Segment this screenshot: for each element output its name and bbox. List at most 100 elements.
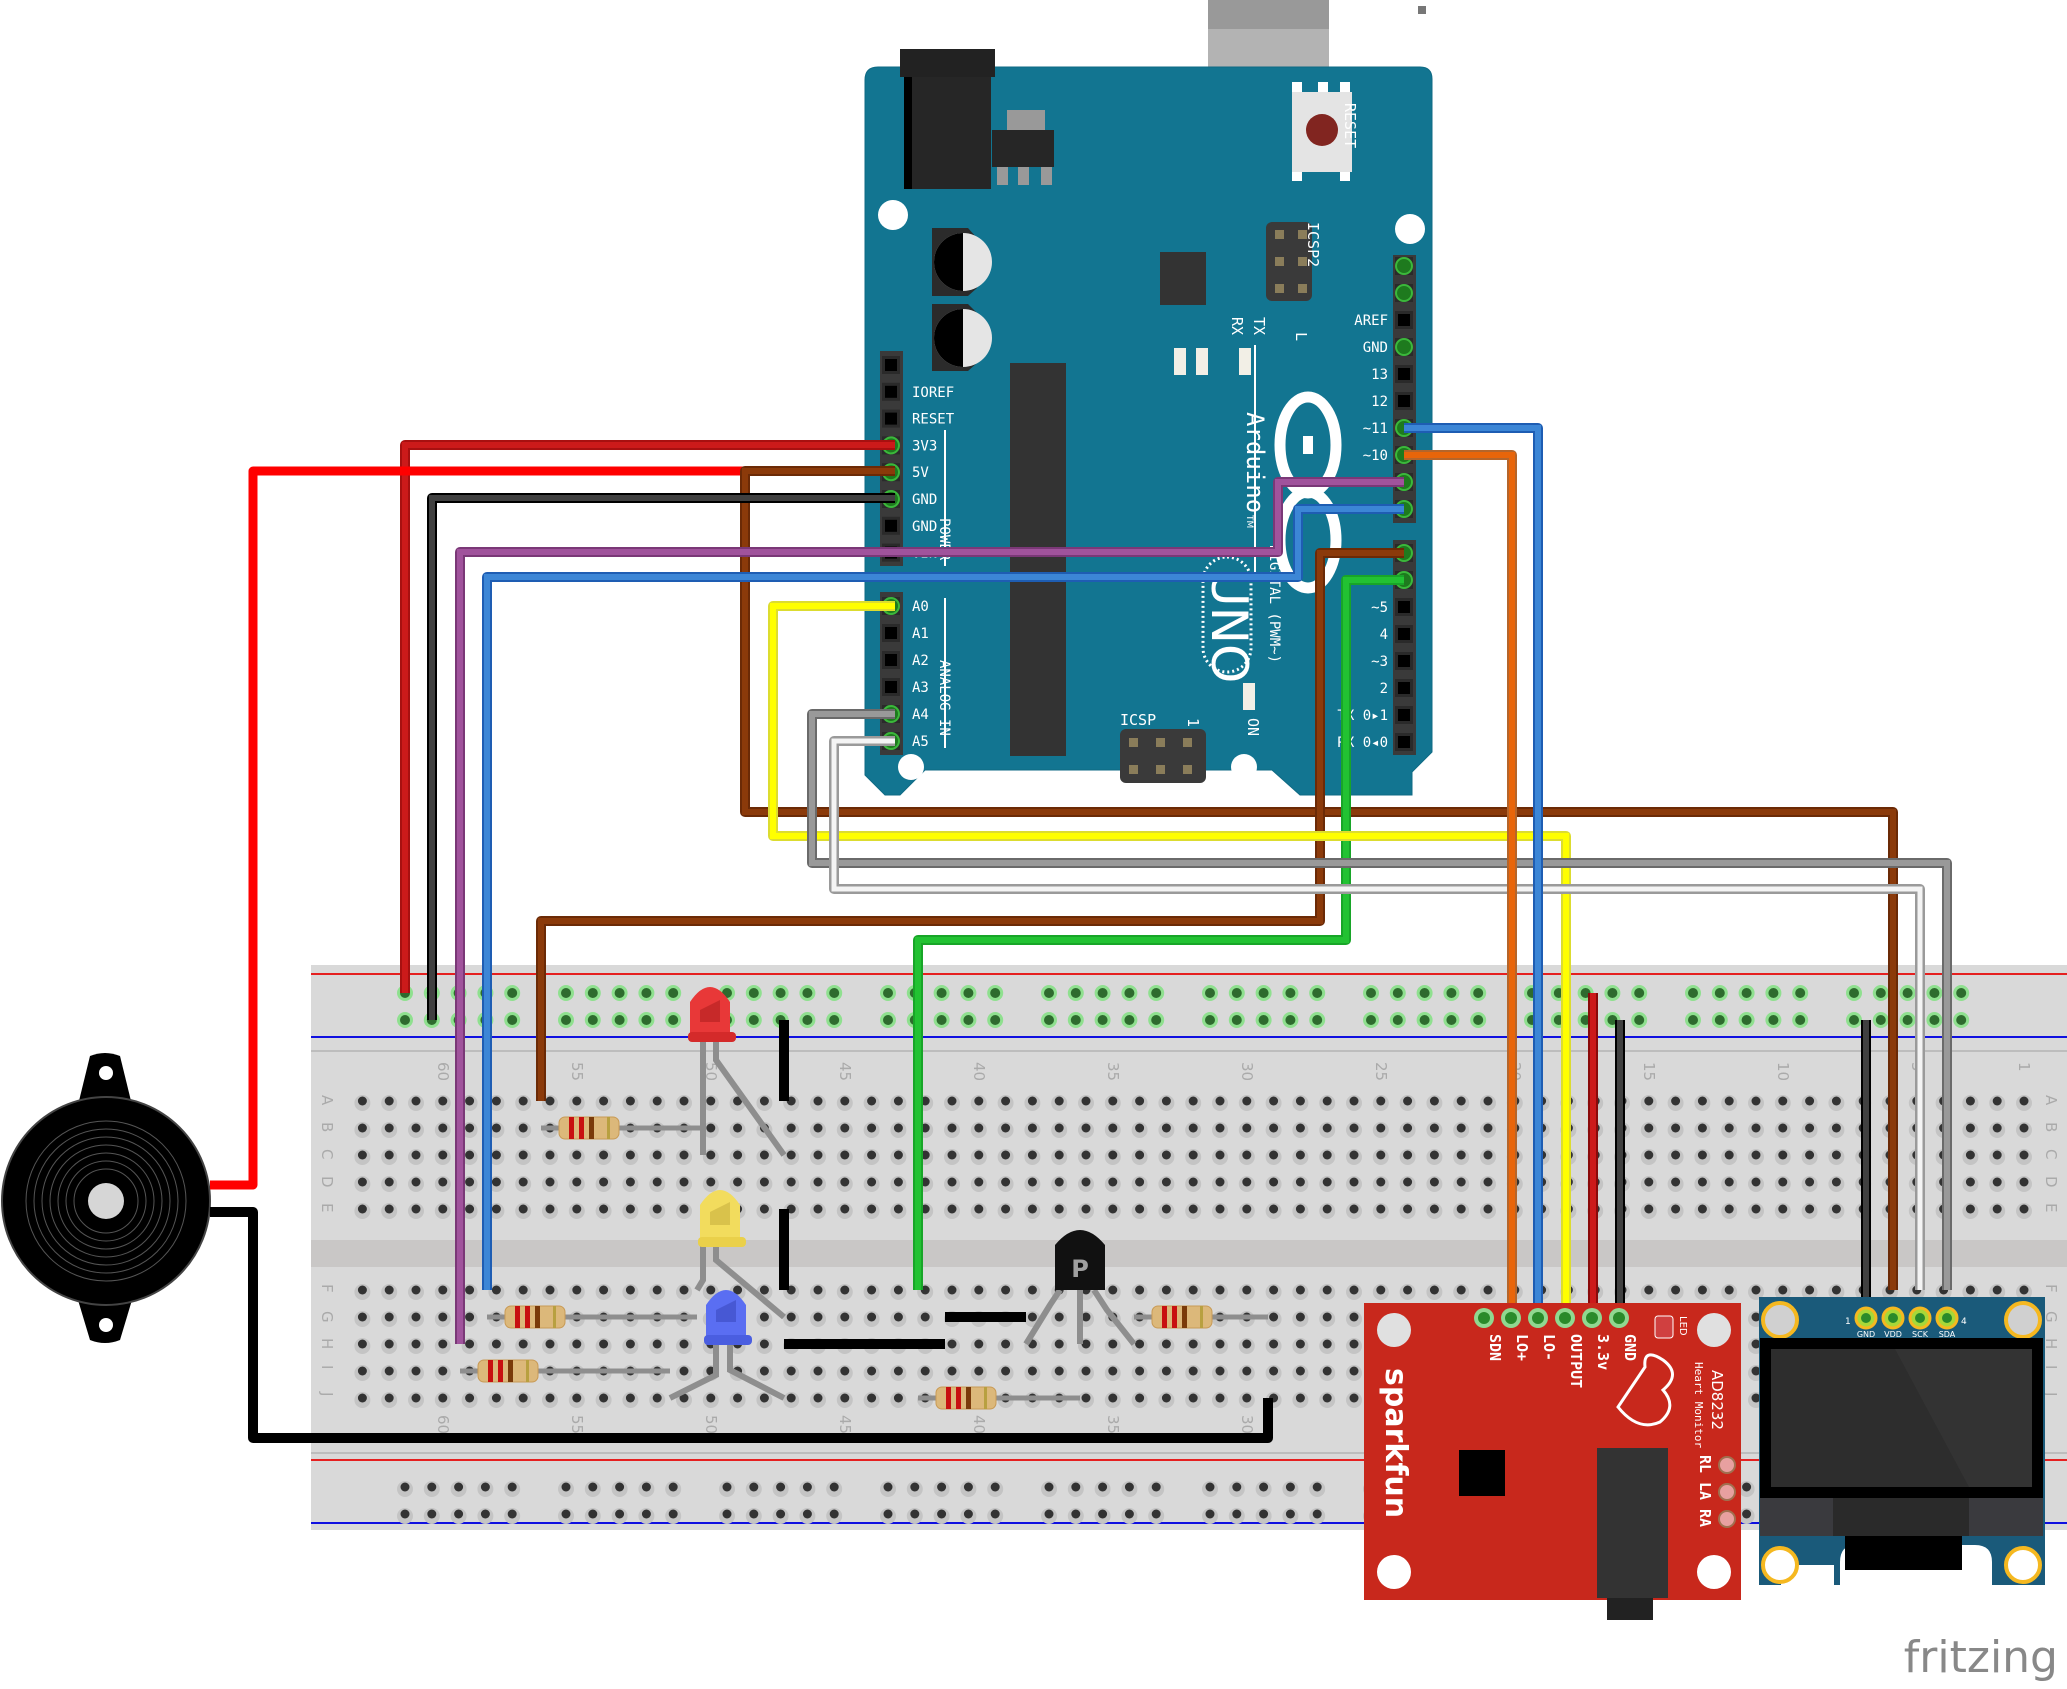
breadboard-hole-center bbox=[465, 1204, 475, 1214]
resistor[interactable] bbox=[504, 1305, 566, 1329]
electrode-pad[interactable] bbox=[1718, 1483, 1736, 1501]
ad8232-pin-label: OUTPUT bbox=[1567, 1334, 1585, 1388]
breadboard-hole-center bbox=[1242, 1339, 1252, 1349]
piezo-buzzer bbox=[1, 1053, 211, 1343]
digital-pin[interactable] bbox=[1398, 314, 1410, 326]
breadboard-hole-center bbox=[1697, 1285, 1707, 1295]
row-label: D bbox=[2042, 1176, 2060, 1188]
breadboard-components: P bbox=[460, 987, 1268, 1410]
digital-pin[interactable] bbox=[1398, 395, 1410, 407]
digital-pin[interactable] bbox=[1398, 709, 1410, 721]
breadboard-hole-center bbox=[1671, 1285, 1681, 1295]
digital-pin[interactable] bbox=[1395, 257, 1413, 275]
buzzer-positive-wire[interactable] bbox=[210, 466, 745, 1190]
breadboard-hole-center bbox=[518, 1339, 528, 1349]
rail-hole-center bbox=[1044, 1015, 1054, 1025]
rail-hole-center bbox=[802, 1482, 812, 1492]
row-label: I bbox=[2042, 1365, 2060, 1369]
rail-hole-center bbox=[883, 1015, 893, 1025]
breadboard-hole-center bbox=[786, 1177, 796, 1187]
breadboard-hole-center bbox=[786, 1312, 796, 1322]
analog-pin[interactable] bbox=[885, 681, 897, 693]
rail-hole-center bbox=[1419, 988, 1430, 998]
ad8232-pin-label: LO+ bbox=[1513, 1334, 1531, 1361]
breadboard-hole-center bbox=[1215, 1204, 1225, 1214]
power-pin[interactable] bbox=[885, 412, 897, 425]
breadboard-hole-center bbox=[1215, 1177, 1225, 1187]
breadboard-hole-center bbox=[1027, 1312, 1037, 1322]
digital-pin[interactable] bbox=[1398, 736, 1410, 748]
digital-pin[interactable] bbox=[1398, 368, 1410, 380]
analog-pin[interactable] bbox=[885, 627, 897, 639]
breadboard-hole-center bbox=[1644, 1204, 1654, 1214]
breadboard-hole-center bbox=[1242, 1366, 1252, 1376]
power-pin[interactable] bbox=[885, 359, 897, 371]
rail-hole-center bbox=[1285, 1482, 1295, 1492]
digital-pin[interactable] bbox=[1398, 601, 1410, 613]
breadboard-hole-center bbox=[438, 1339, 448, 1349]
breadboard-hole-center bbox=[438, 1393, 448, 1403]
breadboard-hole-center bbox=[1161, 1150, 1171, 1160]
digital-pin[interactable] bbox=[1398, 655, 1410, 667]
breadboard-hole-center bbox=[1992, 1177, 2002, 1187]
red-led[interactable] bbox=[688, 987, 736, 1042]
power-pin-label: 5V bbox=[912, 465, 929, 481]
ad8232-pins bbox=[1474, 1308, 1629, 1328]
rail-hole-center bbox=[1312, 1509, 1322, 1519]
analog-pin-label: A0 bbox=[912, 599, 929, 615]
yellow-led-leg bbox=[713, 1245, 786, 1320]
arduino-uno-board: RESET ICSP2 RX TX L Arduino TM UNO ON bbox=[864, 0, 1433, 796]
breadboard-hole-center bbox=[1805, 1204, 1815, 1214]
rail-hole-center bbox=[1205, 1482, 1215, 1492]
breadboard-hole-center bbox=[1778, 1150, 1788, 1160]
breadboard-hole-center bbox=[1322, 1366, 1332, 1376]
breadboard-hole-center bbox=[1135, 1177, 1145, 1187]
capacitor bbox=[932, 304, 992, 371]
rail-hole-center bbox=[507, 1482, 517, 1492]
breadboard-hole-center bbox=[1456, 1150, 1466, 1160]
digital-pin[interactable] bbox=[1398, 628, 1410, 640]
yellow-led[interactable] bbox=[698, 1190, 746, 1247]
breadboard-hole-center bbox=[1188, 1285, 1198, 1295]
blue-led[interactable] bbox=[704, 1290, 752, 1345]
digital-pin[interactable] bbox=[1398, 682, 1410, 694]
l-led bbox=[1239, 348, 1251, 375]
reset-button[interactable] bbox=[1306, 114, 1338, 146]
resistor[interactable] bbox=[1151, 1305, 1213, 1329]
breadboard-hole-center bbox=[840, 1312, 850, 1322]
breadboard-hole-center bbox=[491, 1123, 501, 1133]
digital-pin[interactable] bbox=[1395, 284, 1413, 302]
electrode-pad[interactable] bbox=[1718, 1510, 1736, 1528]
resistor[interactable] bbox=[558, 1116, 620, 1140]
breadboard-hole-center bbox=[867, 1177, 877, 1187]
rail-hole-center bbox=[883, 988, 893, 998]
rail-hole-center bbox=[1259, 1509, 1269, 1519]
breadboard-hole-center bbox=[867, 1096, 877, 1106]
electrode-pad[interactable] bbox=[1718, 1456, 1736, 1474]
buzzer-gnd-wire[interactable] bbox=[210, 1207, 1273, 1443]
reset-leg bbox=[1340, 82, 1350, 92]
power-pin[interactable] bbox=[885, 519, 897, 532]
breadboard-hole-center bbox=[1805, 1096, 1815, 1106]
power-pin[interactable] bbox=[885, 385, 897, 398]
analog-pin[interactable] bbox=[885, 654, 897, 666]
breadboard-hole-center bbox=[1403, 1123, 1413, 1133]
part-marker-icon bbox=[1418, 6, 1426, 14]
resistor[interactable] bbox=[477, 1359, 539, 1383]
rail-hole-center bbox=[1956, 1015, 1967, 1025]
breadboard-hole-center bbox=[974, 1285, 984, 1295]
breadboard-hole-center bbox=[759, 1312, 769, 1322]
transistor[interactable]: P bbox=[1055, 1230, 1105, 1290]
breadboard-hole-center bbox=[893, 1123, 903, 1133]
rail-hole-center bbox=[1071, 1482, 1081, 1492]
ad8232-pin-center bbox=[1532, 1312, 1544, 1324]
breadboard-hole-center bbox=[1295, 1339, 1305, 1349]
rail-hole-center bbox=[722, 1482, 732, 1492]
rail-hole-center bbox=[1366, 988, 1376, 998]
rail-hole-center bbox=[1392, 988, 1403, 998]
buzzer-ring bbox=[57, 1152, 155, 1250]
breadboard-hole-center bbox=[1269, 1366, 1279, 1376]
row-label: G bbox=[2042, 1311, 2060, 1323]
resistor[interactable] bbox=[935, 1386, 997, 1410]
digital-pin[interactable] bbox=[1395, 338, 1413, 356]
